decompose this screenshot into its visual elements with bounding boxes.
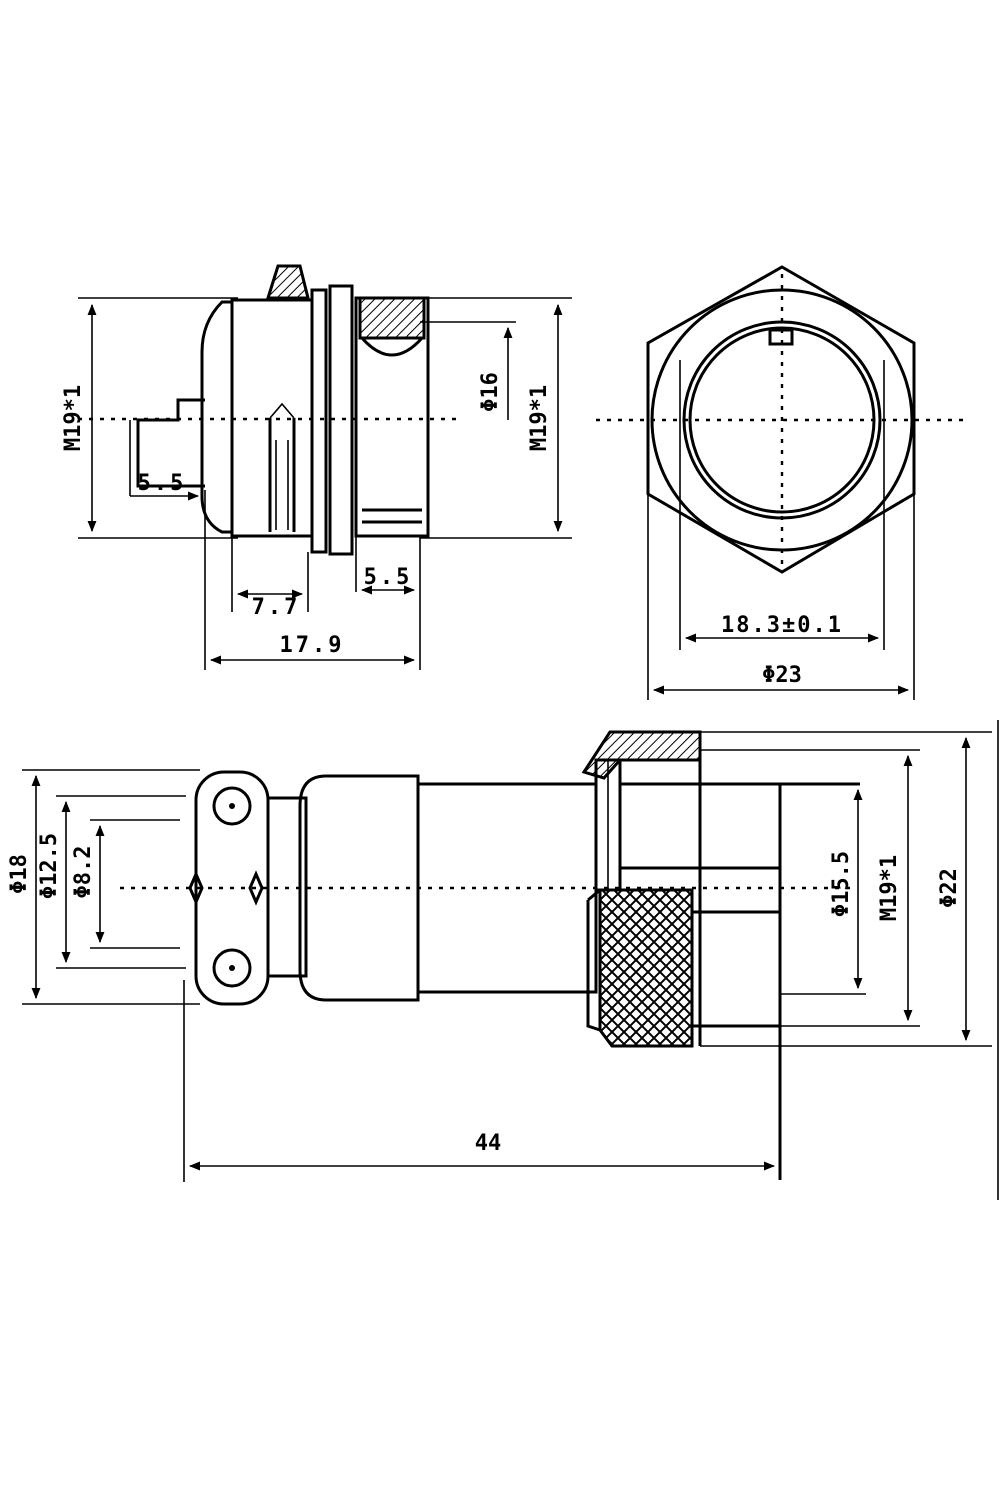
dim-pin-length: 5.5 (138, 471, 187, 496)
dim-across-flats: 18.3±0.1 (721, 613, 843, 638)
front-view: 18.3±0.1 Φ23 (596, 265, 966, 700)
hatched-nut-top (265, 264, 310, 300)
dim-outer-dia: Φ23 (762, 663, 802, 688)
knurled-coupling-nut (598, 888, 694, 1048)
dim-width-77: 7.7 (252, 595, 301, 620)
hex-nut-outline (646, 265, 916, 574)
plug-rear-body (298, 774, 420, 1002)
dim-d22: Φ22 (937, 868, 962, 908)
panel-flange (310, 288, 328, 554)
dim-bore: Φ16 (478, 372, 503, 412)
plug-view: Φ18 Φ12.5 Φ8.2 Φ15.5 M19*1 Φ22 44 (7, 720, 999, 1200)
dim-thread: M19*1 (877, 855, 902, 921)
dim-d82: Φ8.2 (71, 846, 96, 899)
dim-thread-right: M19*1 (527, 385, 552, 451)
dim-length: 44 (475, 1131, 502, 1156)
side-view: M19*1 5.5 7.7 5.5 17.9 Φ16 M19*1 (61, 264, 572, 670)
panel-flange-2 (328, 284, 354, 556)
dim-thread-left: M19*1 (61, 385, 86, 451)
dim-d155: Φ15.5 (829, 851, 854, 917)
dim-right-55: 5.5 (364, 565, 413, 590)
plug-neck (266, 796, 308, 978)
hatched-thread-top (358, 296, 426, 340)
dim-d125: Φ12.5 (37, 833, 62, 899)
dim-d18: Φ18 (7, 854, 32, 894)
rear-cap (200, 300, 232, 534)
dim-total-179: 17.9 (280, 633, 345, 658)
hatched-coupling-top (581, 730, 702, 780)
